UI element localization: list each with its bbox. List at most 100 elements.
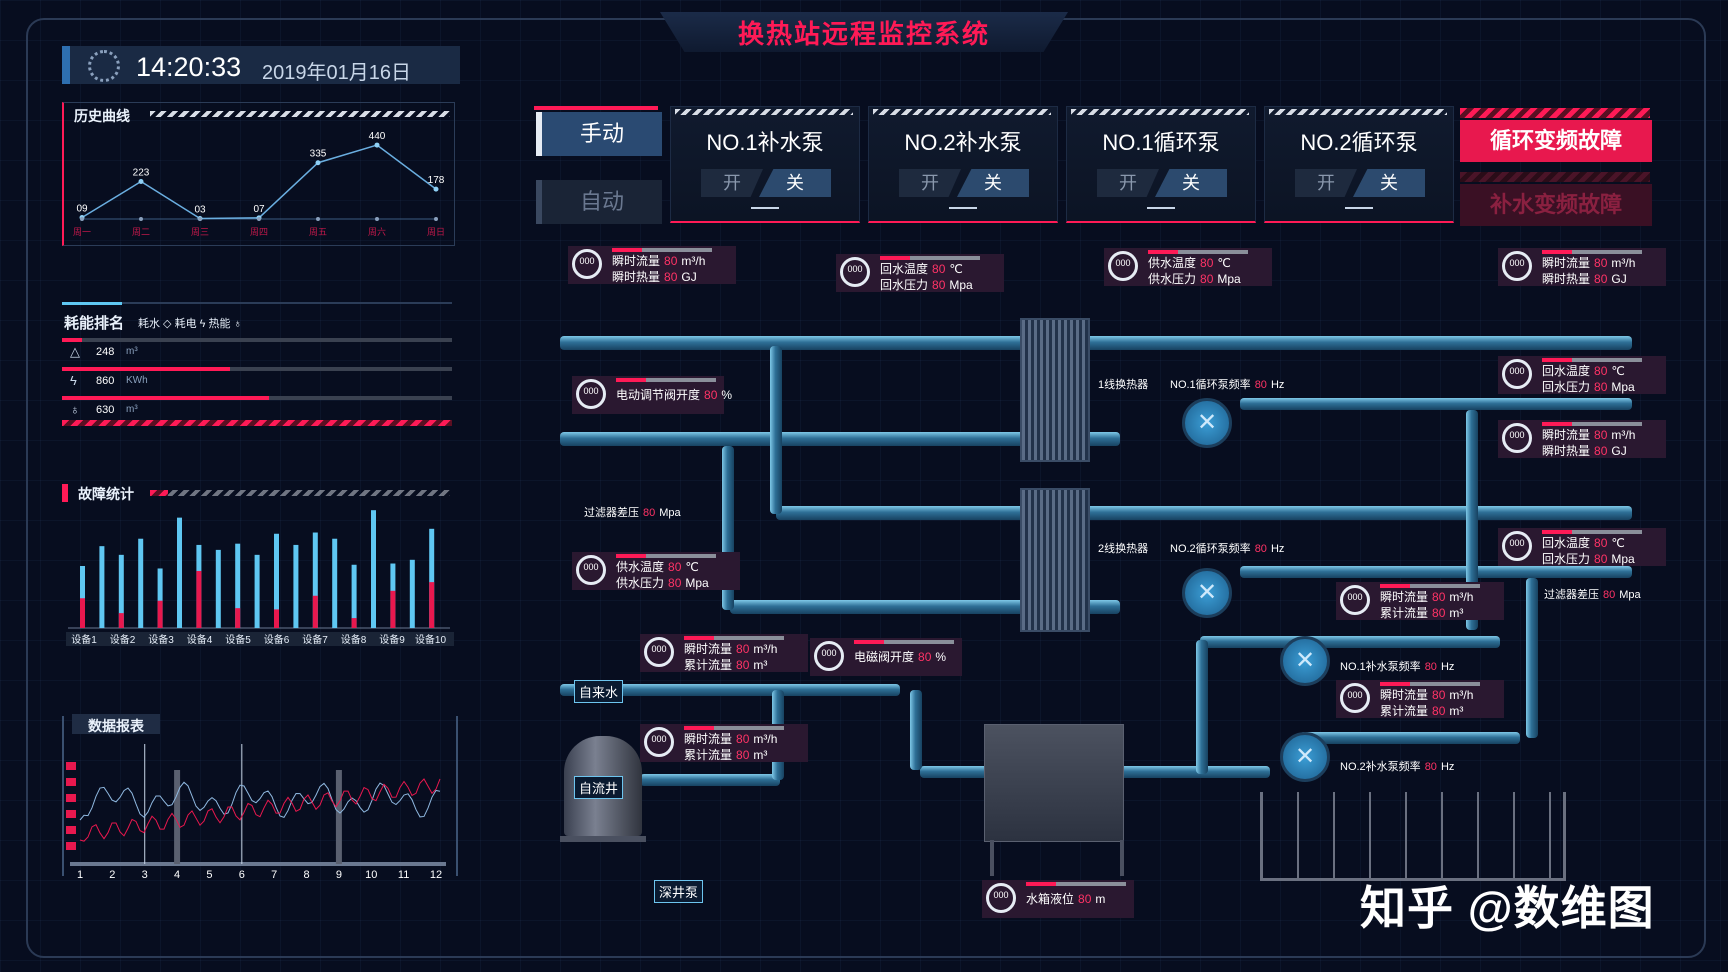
tag-level-bar [616,378,716,382]
energy-legend: 耗水 ◇ 耗电 ϟ 热能 ♁ [138,315,242,331]
fault-device-label: 设备8 [341,633,367,646]
pipe-tank-out [1120,766,1270,778]
manual-mode-button[interactable]: 手动 [536,112,662,156]
history-title-stripe [150,111,450,117]
pump-on-button[interactable]: 开 [701,169,763,197]
deep-well-pump-label: 深井泵 [654,880,704,903]
history-base-dot [316,217,320,221]
fault-bar-red [157,600,163,628]
fault-bar-red [196,570,202,628]
circulation-pump-1-icon[interactable] [1182,398,1232,448]
pump-card: NO.1循环泵开关 [1066,106,1256,223]
report-band [174,770,181,864]
mode-top-accent [534,106,658,110]
history-day-label: 周五 [309,227,327,237]
history-point [315,160,321,166]
makeup-pump-1-icon[interactable] [1280,636,1330,686]
pump-on-button[interactable]: 开 [1097,169,1159,197]
hx2-label: 2线换热器 [1098,543,1149,555]
fault-bar [312,532,318,628]
report-x-label: 3 [142,869,148,880]
pipe-mf1 [1200,636,1500,648]
tag-level-bar [1148,250,1248,254]
report-title: 数据报表 [88,718,144,734]
vpipe-a [770,346,782,514]
history-base-dot [375,217,379,221]
history-point [433,186,439,192]
pump-off-button[interactable]: 关 [957,169,1029,197]
gauge-icon: 000 [1502,251,1532,281]
pump-switch: 开关 [701,169,831,197]
report-legend-swatch [66,842,76,850]
page-title: 换热站远程监控系统 [737,19,990,49]
tag-level-bar [1542,422,1642,426]
energy-track [62,338,452,342]
energy-fill [62,367,230,371]
report-legend-swatch [66,794,76,802]
tag-level-bar [1542,250,1642,254]
tap-water-label: 自来水 [574,680,624,703]
tag-level-bar [1542,358,1642,362]
pump-on-button[interactable]: 开 [1295,169,1357,197]
pump-switch: 开关 [1295,169,1425,197]
gauge-icon: 000 [644,637,674,667]
pipe-well [640,774,780,786]
history-base-dot [80,217,84,221]
circulation-pump-2-icon[interactable] [1182,568,1232,618]
title-plate [660,12,1068,52]
fault-device-label: 设备4 [187,633,213,646]
fault-device-label: 设备5 [225,633,251,646]
thermometer-icon: ♁ [70,402,80,417]
fault-bar-red [312,595,318,628]
energy-title: 耗能排名 [64,315,125,332]
report-frame [62,716,458,876]
gauge-icon: 000 [814,641,844,671]
gauge-icon: 000 [840,257,870,287]
makeup-pump-2-icon[interactable] [1280,732,1330,782]
tag-level-bar [684,636,784,640]
pump-off-button[interactable]: 关 [759,169,831,197]
fault-device-label: 设备6 [264,633,290,646]
pump-card: NO.1补水泵开关 [670,106,860,223]
auto-mode-button[interactable]: 自动 [536,180,662,224]
fault-bar [351,564,357,628]
pump-card: NO.2循环泵开关 [1264,106,1454,223]
gauge-icon: 000 [1340,683,1370,713]
artesian-well-label: 自流井 [574,776,624,799]
pump-on-button[interactable]: 开 [899,169,961,197]
vpipe-f [910,690,922,770]
fault-bar [118,554,124,628]
history-day-label: 周四 [250,227,268,237]
report-series-blue [79,781,441,821]
energy-track [62,367,452,371]
history-base-dot [257,217,261,221]
fault-bar [157,568,163,628]
pump-off-button[interactable]: 关 [1353,169,1425,197]
report-x-label: 9 [336,869,342,880]
report-x-label: 11 [398,869,409,880]
fault-bar [254,554,260,628]
history-value-label: 07 [253,204,265,215]
pipe-mf2 [1300,732,1520,744]
pump-off-button[interactable]: 关 [1155,169,1227,197]
energy-fill [62,338,82,342]
